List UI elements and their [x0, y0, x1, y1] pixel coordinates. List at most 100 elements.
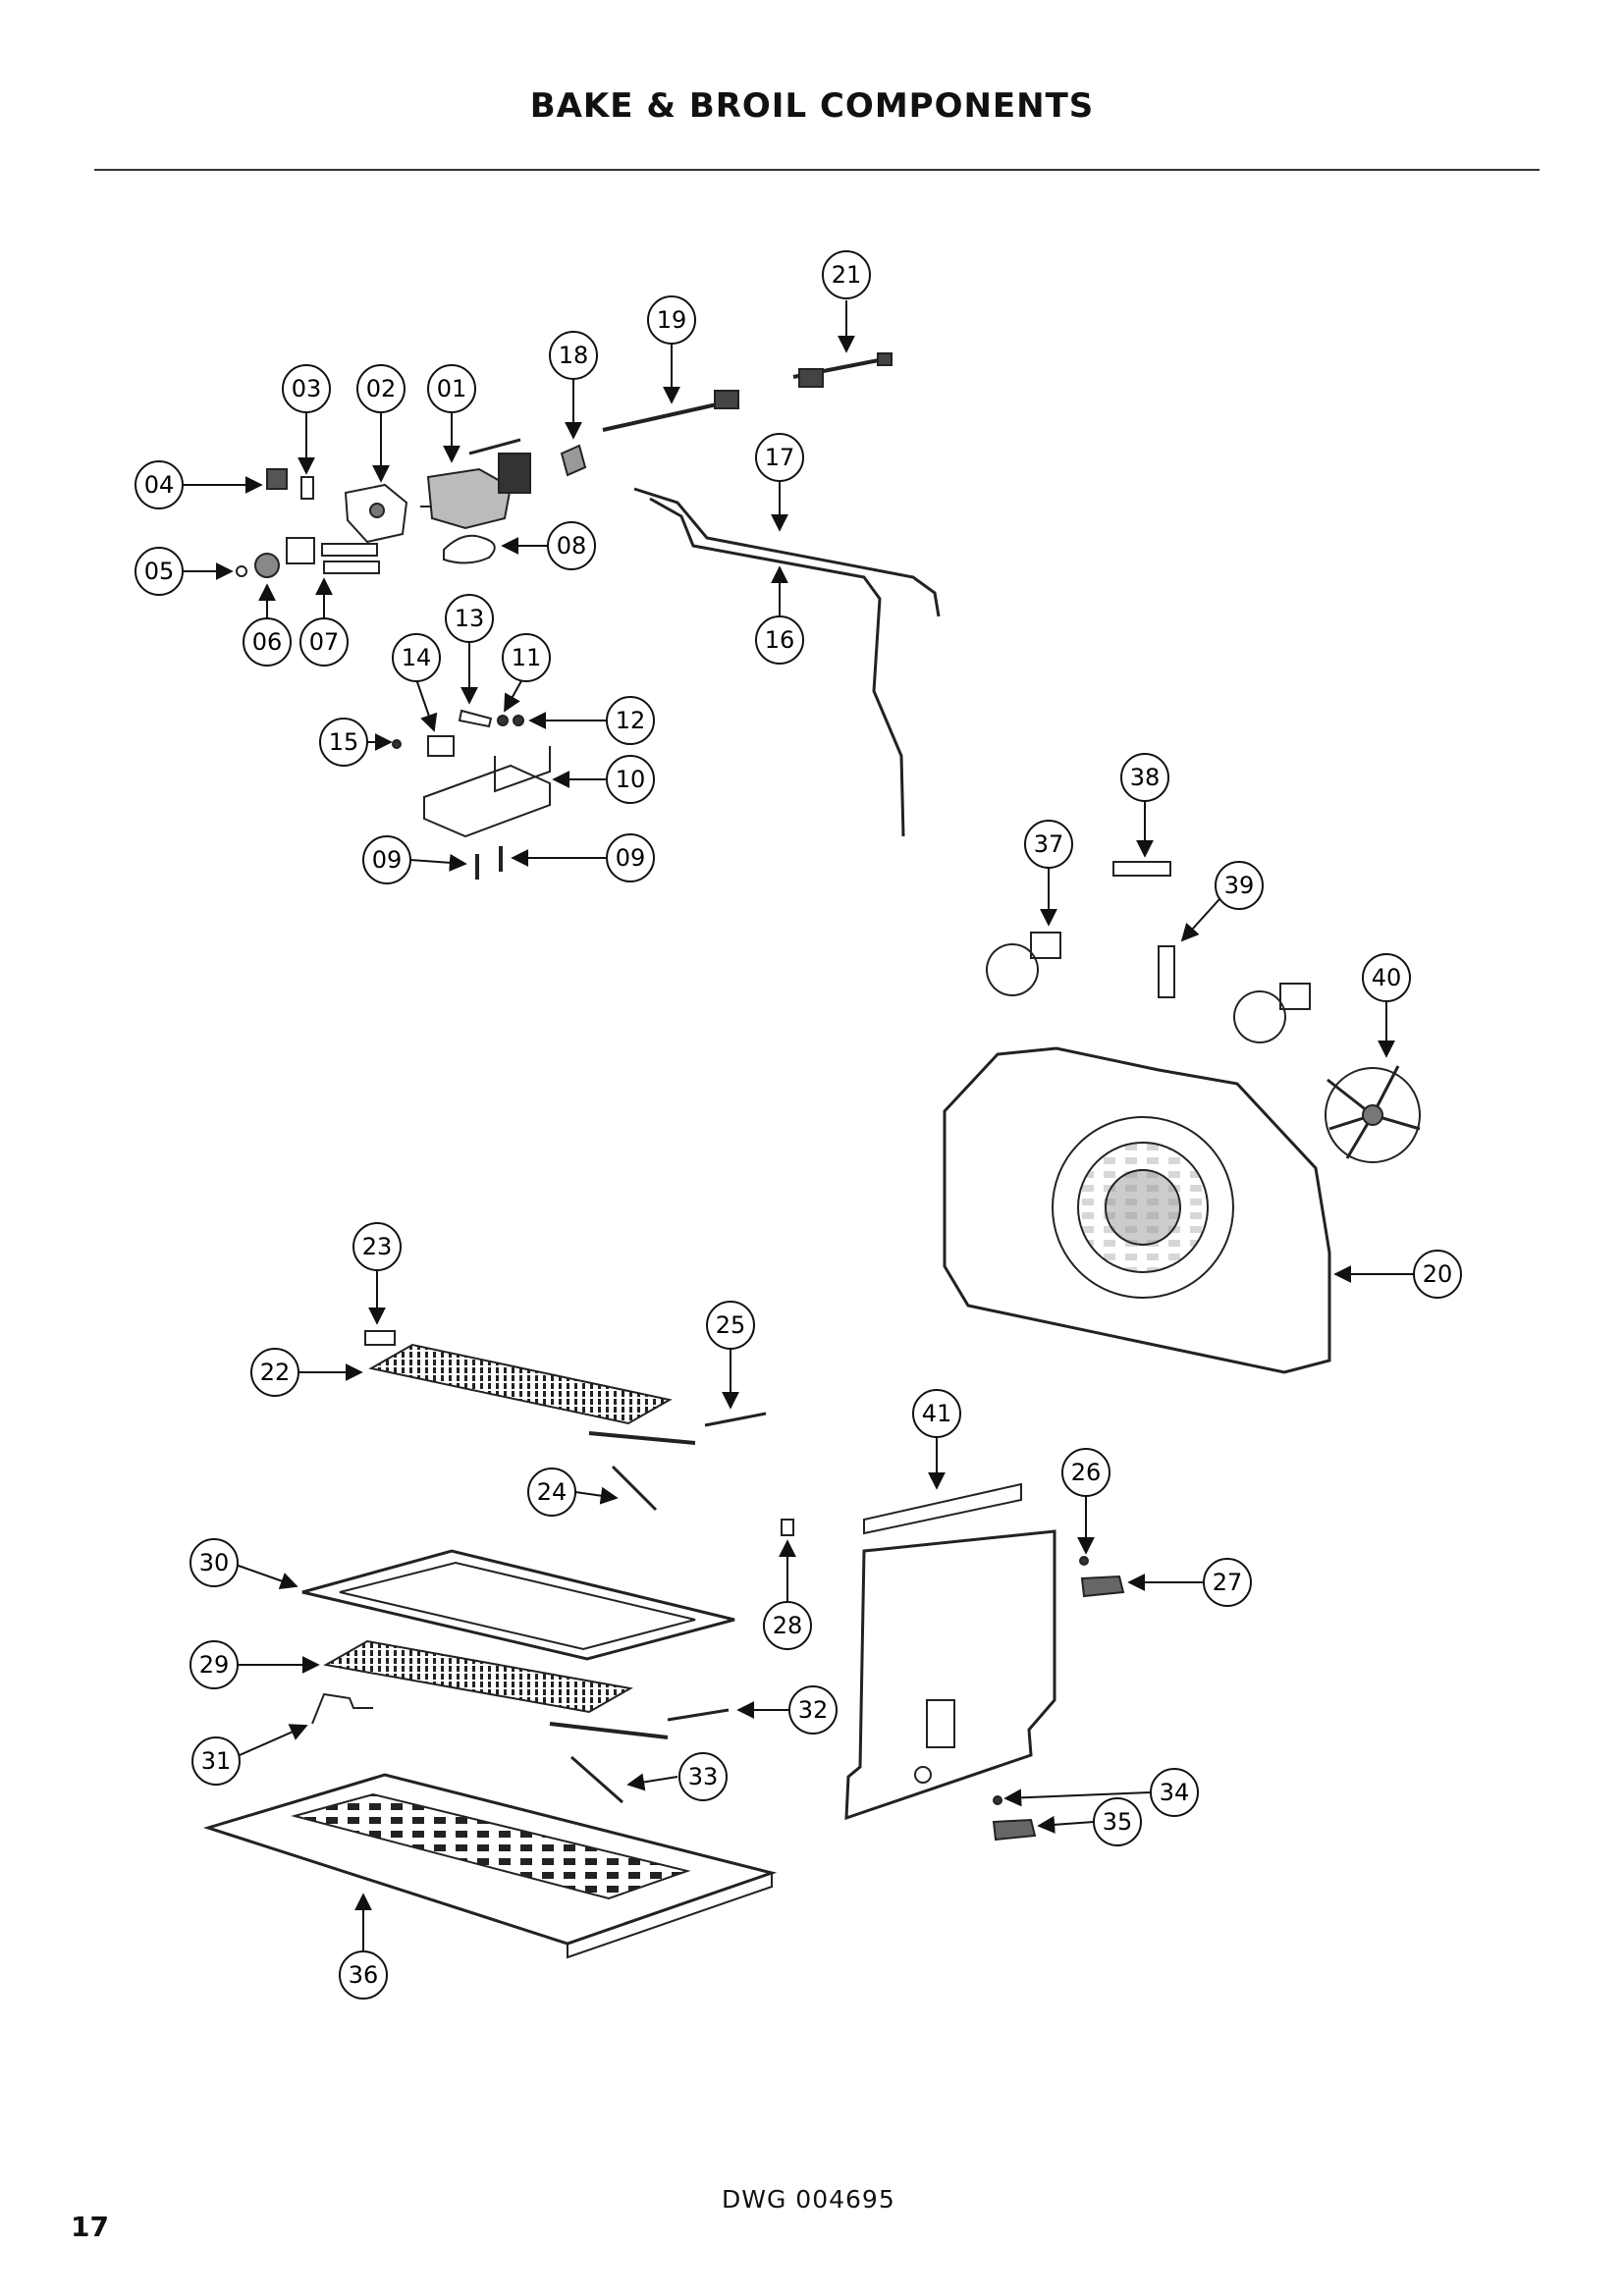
leader-c11 [504, 678, 523, 713]
callout-c24: 24 [527, 1468, 576, 1517]
part-27-bracket [1080, 1575, 1125, 1598]
part-29-burner [323, 1639, 669, 1739]
svg-text:11: 11 [512, 644, 542, 671]
svg-text:40: 40 [1372, 964, 1402, 991]
callout-c15: 15 [319, 718, 368, 767]
svg-text:23: 23 [362, 1233, 393, 1260]
svg-text:32: 32 [798, 1696, 829, 1724]
leader-c34 [1003, 1789, 1152, 1807]
page-number: 17 [71, 2211, 109, 2243]
svg-text:04: 04 [144, 471, 175, 499]
callout-c27: 27 [1203, 1558, 1252, 1607]
part-10-bracket [423, 764, 551, 838]
svg-text:20: 20 [1423, 1260, 1453, 1288]
callout-c23: 23 [352, 1222, 402, 1271]
callout-c09b: 09 [606, 833, 655, 882]
part-19-harness [602, 402, 718, 432]
part-26-screw [1079, 1556, 1089, 1566]
part-18-fitting [560, 444, 587, 477]
part-41-baffle [844, 1482, 1056, 1821]
callout-c09a: 09 [362, 835, 411, 884]
part-20-back-panel [943, 1046, 1331, 1374]
callout-c31: 31 [191, 1736, 241, 1786]
callout-c10: 10 [606, 755, 655, 804]
svg-text:09: 09 [616, 844, 646, 872]
svg-text:18: 18 [559, 342, 589, 369]
part-34-screw [993, 1795, 1002, 1805]
part-02-bracket [344, 483, 408, 544]
part-33-igniter [570, 1755, 623, 1804]
callout-c11: 11 [502, 633, 551, 682]
svg-text:34: 34 [1160, 1779, 1190, 1806]
leader-c31 [239, 1724, 308, 1756]
callout-c39: 39 [1215, 861, 1264, 910]
callout-c30: 30 [189, 1538, 239, 1587]
part-03-clip [300, 476, 314, 500]
callout-c14: 14 [392, 633, 441, 682]
svg-text:26: 26 [1071, 1459, 1102, 1486]
callout-c38: 38 [1120, 753, 1169, 802]
callout-c02: 02 [356, 364, 406, 413]
svg-text:37: 37 [1034, 830, 1064, 858]
leader-c24 [574, 1486, 619, 1505]
callout-c07: 07 [299, 617, 349, 667]
svg-text:36: 36 [349, 1961, 379, 1989]
callout-c37: 37 [1024, 820, 1073, 869]
callout-c13: 13 [445, 594, 494, 643]
leader-c09a [409, 853, 467, 872]
svg-text:14: 14 [402, 644, 432, 671]
svg-text:30: 30 [199, 1549, 230, 1576]
callout-c12: 12 [606, 696, 655, 745]
callout-c20: 20 [1413, 1250, 1462, 1299]
part-35-bracket [992, 1818, 1037, 1842]
callout-c17: 17 [755, 433, 804, 482]
svg-text:41: 41 [922, 1400, 952, 1427]
svg-text:17: 17 [765, 444, 795, 471]
part-07-switch [286, 537, 315, 564]
svg-text:39: 39 [1224, 872, 1255, 899]
callout-c01: 01 [427, 364, 476, 413]
callout-c25: 25 [706, 1301, 755, 1350]
callout-c21: 21 [822, 250, 871, 299]
part-06-knob-base [254, 553, 280, 578]
svg-text:08: 08 [557, 532, 587, 560]
callout-c29: 29 [189, 1640, 239, 1689]
svg-text:10: 10 [616, 766, 646, 793]
callout-c18: 18 [549, 331, 598, 380]
parts-drawings [202, 352, 1421, 1959]
svg-text:16: 16 [765, 626, 795, 654]
part-23-bracket [364, 1330, 396, 1346]
part-16-tube [649, 497, 905, 837]
svg-text:29: 29 [199, 1651, 230, 1679]
part-38-seal [1112, 861, 1171, 877]
callout-c28: 28 [763, 1601, 812, 1650]
leader-c39 [1180, 898, 1220, 942]
callout-c41: 41 [912, 1389, 961, 1438]
svg-text:19: 19 [657, 306, 687, 334]
leader-c35 [1037, 1815, 1095, 1834]
callout-c05: 05 [135, 547, 184, 596]
svg-text:21: 21 [832, 261, 862, 289]
callout-c06: 06 [243, 617, 292, 667]
svg-text:38: 38 [1130, 764, 1161, 791]
svg-text:25: 25 [716, 1311, 746, 1339]
callout-c16: 16 [755, 615, 804, 665]
leader-c14 [415, 678, 438, 732]
svg-text:24: 24 [537, 1478, 568, 1506]
callouts: 21 19 18 03 02 01 04 17 08 05 06 07 16 1… [135, 250, 1462, 2000]
svg-text:15: 15 [329, 728, 359, 756]
callout-c40: 40 [1362, 953, 1411, 1002]
part-28-clip [781, 1519, 794, 1536]
callout-c32: 32 [788, 1685, 838, 1735]
drawing-number: DWG 004695 [722, 2185, 895, 2214]
svg-text:06: 06 [252, 628, 283, 656]
svg-text:28: 28 [773, 1612, 803, 1639]
leader-c33 [626, 1773, 678, 1791]
page-title: BAKE & BROIL COMPONENTS [529, 86, 1095, 126]
callout-c26: 26 [1061, 1448, 1110, 1497]
svg-text:31: 31 [201, 1747, 232, 1775]
svg-text:22: 22 [260, 1359, 291, 1386]
part-15-screw [392, 739, 402, 749]
part-39-seal [1158, 945, 1175, 998]
